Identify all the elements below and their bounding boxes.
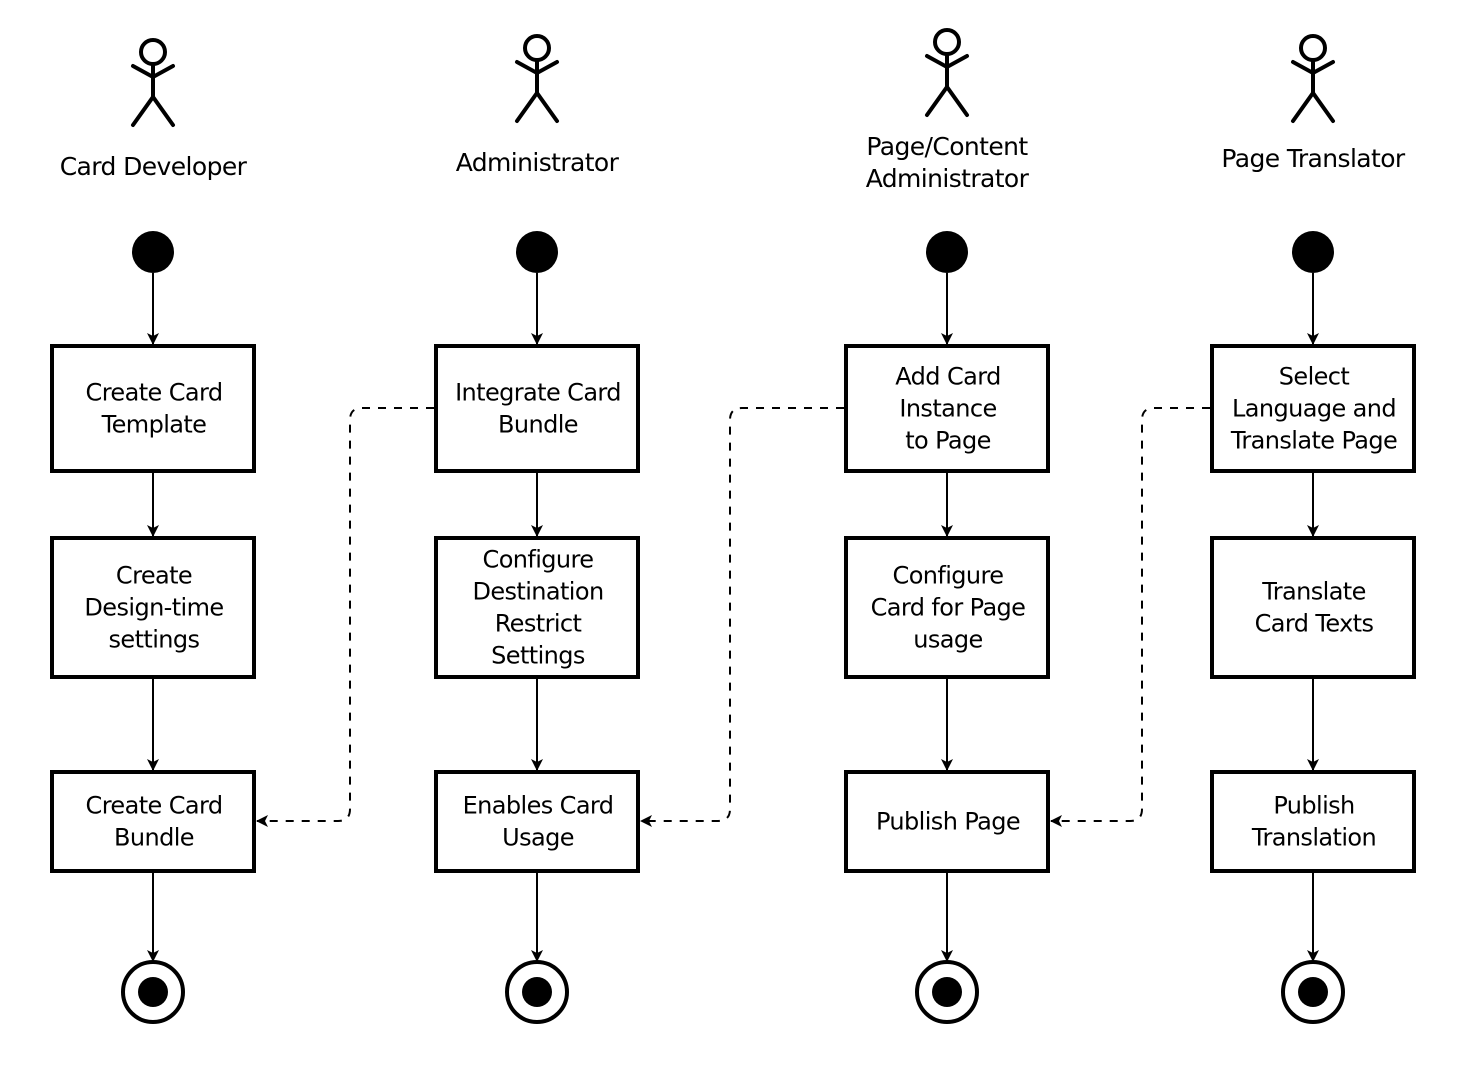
- activity-box[interactable]: [844, 770, 1050, 873]
- initial-node-icon: [926, 231, 968, 273]
- final-node-icon: [1281, 960, 1345, 1024]
- activity-label: Card Texts: [1255, 610, 1374, 638]
- activity-label: Translate: [1261, 578, 1366, 606]
- actor-legs: [131, 93, 175, 127]
- activity-box[interactable]: [50, 536, 256, 679]
- actor-label: Page Translator: [1221, 144, 1405, 173]
- activity-box[interactable]: [434, 536, 640, 679]
- activity-label: Translation: [1251, 824, 1376, 852]
- initial-node-icon: [516, 231, 558, 273]
- actor-head: [1299, 34, 1327, 62]
- activity-label: Instance: [899, 395, 996, 423]
- activity-label: Design-time: [84, 594, 223, 622]
- final-node-icon: [121, 960, 185, 1024]
- actor-label: Administrator: [866, 164, 1030, 193]
- activity-label: Publish: [1273, 792, 1354, 820]
- actor-stick-figure-icon: [925, 28, 969, 117]
- activity-publish-page[interactable]: Publish Page: [844, 770, 1050, 873]
- actor-arms: [1291, 60, 1335, 76]
- actor-head: [139, 38, 167, 66]
- activity-label: to Page: [905, 427, 991, 455]
- activity-label: Enables Card: [463, 792, 614, 820]
- actor-label: Page/Content: [866, 132, 1028, 161]
- activity-label: Add Card: [895, 363, 1000, 391]
- actor-arms: [925, 54, 969, 70]
- activity-label: Configure: [483, 546, 594, 574]
- activity-box[interactable]: [1210, 536, 1416, 679]
- activity-label: Card for Page: [871, 594, 1026, 622]
- activity-label: Translate Page: [1230, 427, 1397, 455]
- actor-label: Card Developer: [60, 152, 248, 181]
- actor-legs: [1291, 89, 1335, 123]
- activity-label: Integrate Card: [455, 379, 621, 407]
- actor-arms: [131, 64, 175, 80]
- activity-label: Restrict: [495, 610, 582, 638]
- initial-node-icon: [132, 231, 174, 273]
- activity-label: usage: [913, 626, 982, 654]
- initial-node-icon: [1292, 231, 1334, 273]
- activity-label: Usage: [502, 824, 574, 852]
- activity-label: Publish Page: [876, 808, 1020, 836]
- activity-label: Select: [1279, 363, 1350, 391]
- activity-box[interactable]: [434, 770, 640, 873]
- activity-label: settings: [109, 626, 200, 654]
- activity-label: Bundle: [114, 824, 194, 852]
- activity-box[interactable]: [844, 344, 1050, 473]
- dependency-arrow: [640, 407, 844, 827]
- actor-stick-figure-icon: [515, 34, 559, 123]
- activity-box[interactable]: [844, 536, 1050, 679]
- actor-stick-figure-icon: [131, 38, 175, 127]
- activity-label: Configure: [893, 562, 1004, 590]
- actor-legs: [925, 83, 969, 117]
- activity-label: Language and: [1232, 395, 1396, 423]
- dependency-arrow: [256, 407, 434, 827]
- final-node-icon: [915, 960, 979, 1024]
- activity-box[interactable]: [1210, 344, 1416, 473]
- actor-legs: [515, 89, 559, 123]
- activity-box[interactable]: [1210, 770, 1416, 873]
- activity-label: Create: [116, 562, 192, 590]
- activity-label: Bundle: [498, 411, 578, 439]
- activity-box[interactable]: [50, 770, 256, 873]
- activity-label: Destination: [472, 578, 603, 606]
- activity-label: Template: [101, 411, 207, 439]
- activity-label: Settings: [491, 642, 585, 670]
- final-node-icon: [505, 960, 569, 1024]
- actor-head: [933, 28, 961, 56]
- actor-arms: [515, 60, 559, 76]
- actor-head: [523, 34, 551, 62]
- activity-label: Create Card: [86, 792, 223, 820]
- actor-stick-figure-icon: [1291, 34, 1335, 123]
- activity-box[interactable]: [50, 344, 256, 473]
- activity-label: Create Card: [86, 379, 223, 407]
- activity-box[interactable]: [434, 344, 640, 473]
- dependency-arrow: [1050, 407, 1210, 827]
- actor-label: Administrator: [456, 148, 620, 177]
